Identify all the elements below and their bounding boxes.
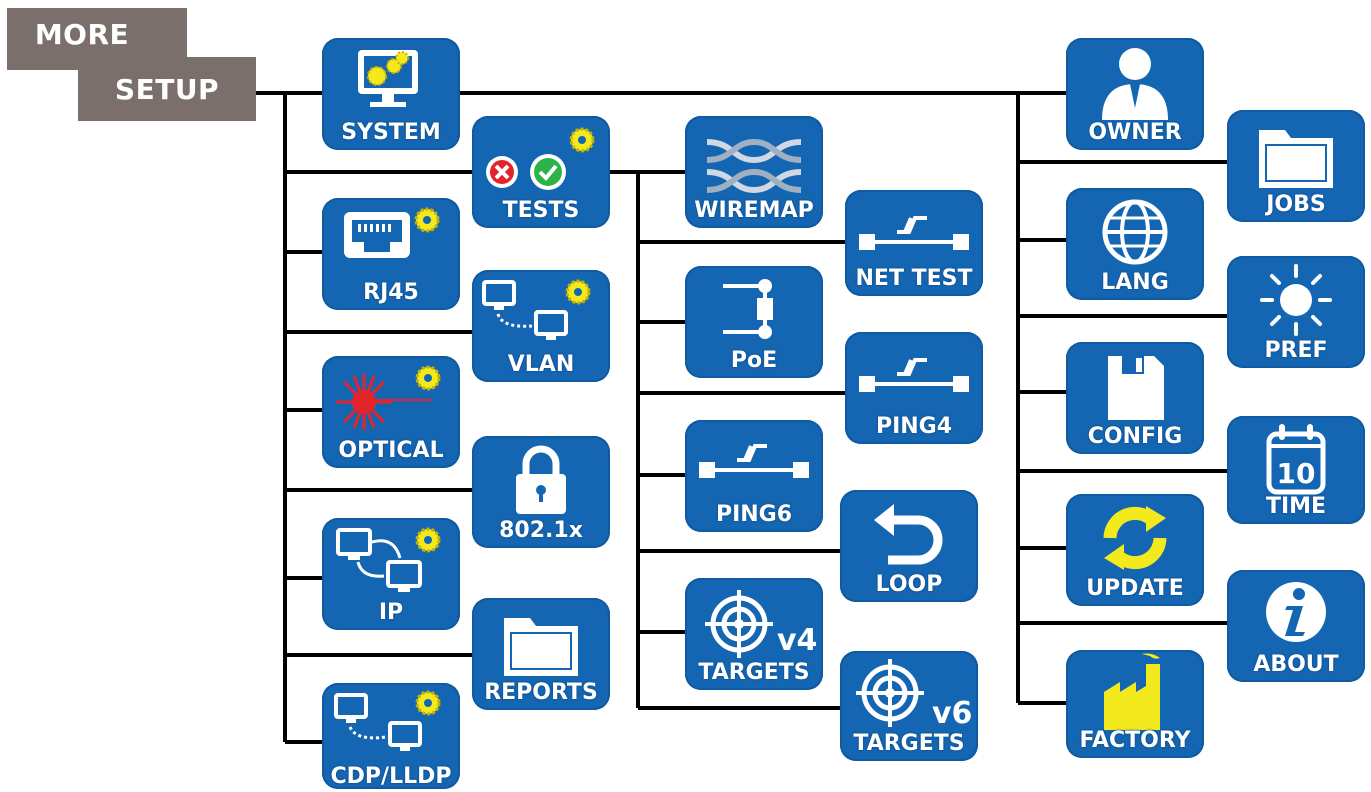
system-monitor-icon (322, 38, 460, 126)
config-tile[interactable]: CONFIG (1066, 342, 1204, 454)
dot1x-tile[interactable]: 802.1x (472, 436, 610, 548)
net-test-icon (845, 190, 983, 278)
setup-tab[interactable]: SETUP (78, 57, 256, 121)
laser-icon (322, 356, 460, 444)
owner-tile[interactable]: OWNER (1066, 38, 1204, 150)
net-test-label: NET TEST (855, 266, 973, 291)
cdp-lldp-label: CDP/LLDP (330, 764, 452, 789)
update-tile[interactable]: UPDATE (1066, 494, 1204, 606)
ip-tile[interactable]: IP (322, 518, 460, 630)
vlan-label: VLAN (507, 352, 575, 377)
ip-network-icon (322, 518, 460, 606)
folder-icon (1227, 110, 1365, 198)
targets-v6-label: TARGETS (853, 731, 965, 756)
reports-tile[interactable]: REPORTS (472, 598, 610, 710)
jobs-label: JOBS (1266, 192, 1326, 217)
target-crosshair-icon: v4 (685, 578, 823, 666)
v6-badge: v6 (932, 696, 972, 731)
rj45-label: RJ45 (363, 280, 419, 305)
time-day-number: 10 (1277, 457, 1316, 490)
ip-label: IP (378, 600, 404, 625)
ping4-tile[interactable]: PING4 (845, 332, 983, 444)
cdp-lldp-tile[interactable]: CDP/LLDP (322, 683, 460, 789)
brightness-sun-icon (1227, 256, 1365, 344)
wiremap-tile[interactable]: WIREMAP (685, 116, 823, 228)
targets-v6-tile[interactable]: v6 TARGETS (840, 651, 978, 761)
about-label: ABOUT (1253, 652, 1339, 677)
vlan-tile[interactable]: VLAN (472, 270, 610, 382)
tests-label: TESTS (502, 198, 580, 223)
time-label: TIME (1265, 494, 1327, 519)
jobs-tile[interactable]: JOBS (1227, 110, 1365, 222)
ping6-label: PING6 (715, 502, 793, 527)
targets-v4-tile[interactable]: v4 TARGETS (685, 578, 823, 690)
save-disk-icon (1066, 342, 1204, 430)
vlan-network-icon (472, 270, 610, 358)
loop-label: LOOP (875, 572, 943, 597)
ping6-icon (685, 420, 823, 508)
targets-v4-label: TARGETS (698, 660, 810, 685)
padlock-icon (472, 436, 610, 524)
system-tile[interactable]: SYSTEM (322, 38, 460, 150)
net-test-tile[interactable]: NET TEST (845, 190, 983, 296)
v4-badge: v4 (777, 623, 817, 658)
wiremap-label: WIREMAP (694, 198, 814, 223)
rj45-port-icon (322, 198, 460, 286)
factory-tile[interactable]: FACTORY (1066, 650, 1204, 758)
system-label: SYSTEM (341, 120, 441, 145)
update-label: UPDATE (1086, 576, 1184, 601)
about-tile[interactable]: ABOUT (1227, 570, 1365, 682)
lang-tile[interactable]: LANG (1066, 188, 1204, 300)
rj45-tile[interactable]: RJ45 (322, 198, 460, 310)
wiremap-icon (685, 116, 823, 204)
poe-icon (685, 266, 823, 354)
lang-label: LANG (1101, 270, 1169, 295)
cdp-lldp-icon (322, 683, 460, 771)
time-tile[interactable]: 10 TIME (1227, 416, 1365, 524)
globe-icon (1066, 188, 1204, 276)
tests-tile[interactable]: TESTS (472, 116, 610, 228)
poe-label: PoE (730, 348, 778, 373)
config-label: CONFIG (1087, 424, 1183, 449)
ping4-icon (845, 332, 983, 420)
target-crosshair-icon: v6 (840, 651, 978, 739)
optical-tile[interactable]: OPTICAL (322, 356, 460, 468)
factory-icon (1066, 650, 1204, 738)
folder-icon (472, 598, 610, 686)
ping6-tile[interactable]: PING6 (685, 420, 823, 532)
update-refresh-icon (1066, 494, 1204, 582)
ping4-label: PING4 (875, 414, 953, 439)
owner-person-icon (1066, 38, 1204, 126)
poe-tile[interactable]: PoE (685, 266, 823, 378)
pref-label: PREF (1264, 338, 1328, 363)
loop-tile[interactable]: LOOP (840, 490, 978, 602)
factory-label: FACTORY (1079, 728, 1191, 753)
info-icon (1227, 570, 1365, 658)
reports-label: REPORTS (484, 680, 598, 705)
tests-pass-fail-icon (472, 116, 610, 204)
owner-label: OWNER (1088, 120, 1182, 145)
calendar-icon: 10 (1227, 416, 1365, 504)
optical-label: OPTICAL (338, 438, 444, 463)
pref-tile[interactable]: PREF (1227, 256, 1365, 368)
dot1x-label: 802.1x (499, 518, 583, 543)
loop-arrow-icon (840, 490, 978, 578)
